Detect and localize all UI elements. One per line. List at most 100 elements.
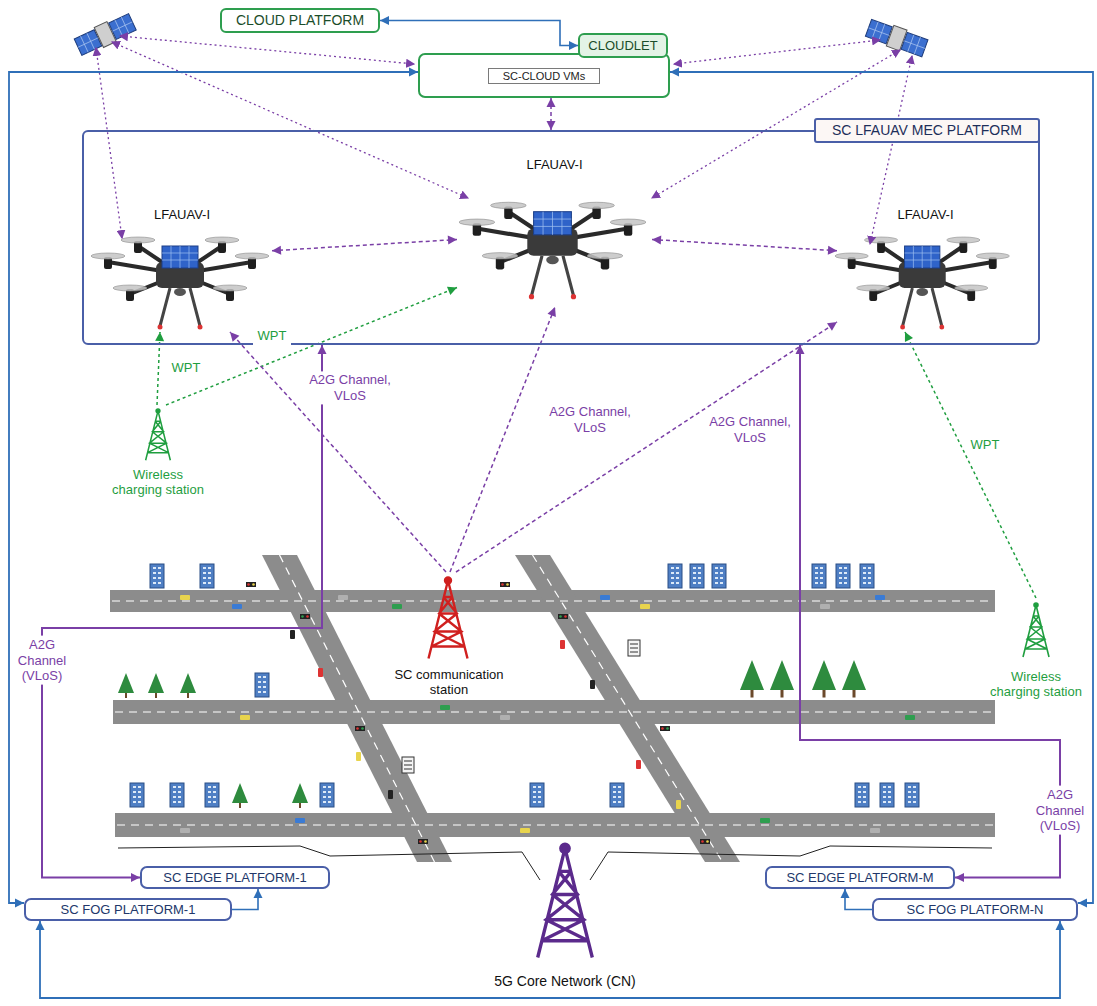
box-label: SC EDGE PLATFORM-1 xyxy=(163,870,307,886)
cloudlet-box: CLOUDLET xyxy=(578,33,668,58)
arrowhead xyxy=(1078,899,1087,908)
edge-label: WPT xyxy=(167,359,205,377)
connector xyxy=(166,287,457,405)
connector-line xyxy=(9,72,418,903)
connector xyxy=(230,332,446,572)
core-network-node: 5G Core Network (CN) xyxy=(475,840,655,990)
arrowhead xyxy=(155,332,164,341)
charging-tower-icon xyxy=(1023,603,1049,657)
station-label: 5G Core Network (CN) xyxy=(476,973,654,990)
connector xyxy=(380,16,578,50)
charging-station-node: Wireless charging station xyxy=(108,405,208,498)
connector-line xyxy=(272,240,457,251)
uav-icon xyxy=(91,237,269,330)
fog-platform-box: SC FOG PLATFORM-1 xyxy=(24,898,232,921)
uav-label: LFAUAV-I xyxy=(894,207,956,223)
connector xyxy=(42,345,327,882)
connector-line xyxy=(40,921,1060,998)
arrowhead xyxy=(547,121,556,130)
towers xyxy=(146,409,1049,958)
arrowhead xyxy=(131,873,140,882)
connector-line xyxy=(905,332,1036,598)
edge-platform-box: SC EDGE PLATFORM-1 xyxy=(140,866,330,889)
arrowhead xyxy=(955,873,964,882)
uav-icon xyxy=(459,202,646,299)
edge-label: A2G Channel, VLoS xyxy=(704,413,796,446)
connector xyxy=(547,98,556,130)
roads xyxy=(110,555,995,862)
arrowhead xyxy=(548,307,556,317)
title-tab: SC LFAUAV MEC PLATFORM xyxy=(814,118,1040,143)
connector-line xyxy=(157,332,160,405)
arrowhead xyxy=(318,345,327,354)
trees xyxy=(118,660,866,808)
arrowhead xyxy=(254,889,263,898)
street-cabinets xyxy=(402,640,640,773)
box-label: CLOUD PLATFORM xyxy=(236,12,364,29)
arrowhead xyxy=(15,899,24,908)
arrowhead xyxy=(272,246,281,255)
uav-node: LFAUAV-I xyxy=(837,207,1014,332)
edge-label: A2G Channel (VLoS) xyxy=(1031,786,1089,835)
satellites xyxy=(73,12,928,59)
satellite-links xyxy=(96,36,912,244)
connector xyxy=(36,921,1065,998)
connector xyxy=(232,889,263,910)
arrowhead xyxy=(448,236,457,245)
edge-label: A2G Channel, VLoS xyxy=(544,403,636,436)
connector xyxy=(9,68,418,908)
uav-label: LFAUAV-I xyxy=(523,157,585,173)
satellite-icon xyxy=(73,12,137,57)
arrowhead xyxy=(547,98,556,107)
connector-line xyxy=(232,889,258,910)
traffic-lights xyxy=(246,582,710,844)
connector xyxy=(272,236,457,255)
arrowhead xyxy=(841,889,850,898)
vm-box-label: SC-CLOUD VMs xyxy=(488,68,601,84)
station-label: SC communication station xyxy=(387,667,511,698)
uav-node: LFAUAV-I xyxy=(457,157,652,307)
arrowhead xyxy=(569,41,578,50)
uav-node: LFAUAV-I xyxy=(92,207,272,332)
edge-platform-box: SC EDGE PLATFORM-M xyxy=(765,866,955,889)
cloud-platform-box: CLOUD PLATFORM xyxy=(220,8,380,33)
arrowhead xyxy=(36,921,45,930)
edge-label: A2G Channel, VLoS xyxy=(304,371,396,404)
arrowhead xyxy=(652,236,661,245)
connector xyxy=(796,345,1061,882)
communication-tower-icon xyxy=(429,578,468,659)
cloud-vm-group: SC-CLOUD VMs xyxy=(418,53,670,98)
drones xyxy=(91,202,1009,329)
box-label: CLOUDLET xyxy=(588,38,657,54)
uav-icon xyxy=(835,237,1009,330)
arrowhead xyxy=(230,332,239,342)
connector-line xyxy=(800,345,1060,878)
arrowhead xyxy=(796,345,805,354)
edge-label: WPT xyxy=(966,436,1004,454)
station-label: Wireless charging station xyxy=(987,669,1085,700)
box-label: SC EDGE PLATFORM-M xyxy=(786,870,933,886)
mec-platform-region: SC LFAUAV MEC PLATFORMLFAUAV-ILFAUAV-ILF… xyxy=(82,130,1040,345)
connector xyxy=(841,889,873,910)
uav-label: LFAUAV-I xyxy=(151,207,213,223)
box-label: SC FOG PLATFORM-N xyxy=(907,902,1044,918)
charging-station-node: Wireless charging station xyxy=(986,598,1086,700)
connector xyxy=(905,332,1036,598)
connector-line xyxy=(456,322,837,572)
connector-line xyxy=(652,240,837,251)
edge-label: WPT xyxy=(253,327,291,345)
arrowhead xyxy=(905,332,913,342)
core-network-tower-icon xyxy=(538,844,593,957)
arrowhead xyxy=(827,322,837,331)
arrowhead xyxy=(1056,921,1065,930)
fog-platform-box: SC FOG PLATFORM-N xyxy=(872,898,1078,921)
arrowhead xyxy=(670,68,679,77)
connector-line xyxy=(230,332,446,572)
arrowhead xyxy=(447,287,457,295)
connector xyxy=(456,322,837,572)
arrowhead xyxy=(409,68,418,77)
connector xyxy=(670,68,1093,908)
